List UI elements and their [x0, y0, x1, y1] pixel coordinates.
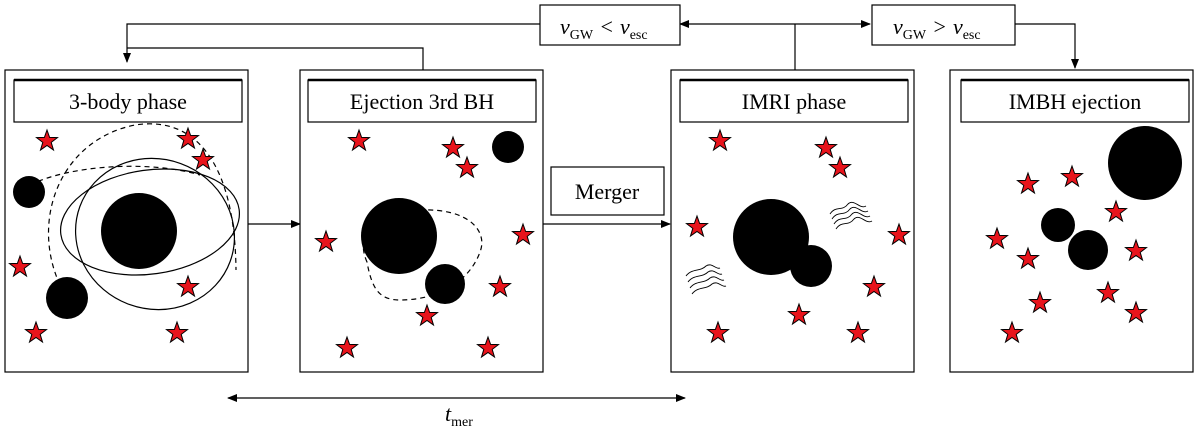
merger-box: Merger	[550, 166, 665, 216]
panel-imri: IMRI phase	[670, 69, 915, 373]
cond-left-esc-sub: esc	[630, 28, 648, 43]
timescale-label: tmer	[445, 401, 473, 429]
cond-right-v: v	[893, 14, 903, 39]
timescale-symbol: t	[445, 401, 452, 426]
svg-text:vGW>vesc: vGW>vesc	[893, 14, 981, 43]
panel-title-ejection: Ejection 3rd BH	[350, 89, 494, 114]
central-black-hole	[101, 193, 177, 269]
ejected-imbh	[1108, 126, 1182, 200]
gw-wave-icon	[685, 264, 727, 295]
cond-left-v: v	[560, 14, 570, 39]
central-black-hole	[733, 199, 809, 275]
condition-box-right: vGW>vesc	[871, 4, 1016, 46]
panel-title-imri: IMRI phase	[742, 89, 846, 114]
black-hole-small	[1041, 208, 1075, 242]
panel-three-body: 3-body phase	[4, 69, 249, 373]
svg-text:vGW<vesc: vGW<vesc	[560, 14, 648, 43]
panel-title-imbh-ejection: IMBH ejection	[1009, 89, 1142, 114]
black-hole-small	[1068, 230, 1108, 270]
cond-right-op: >	[932, 14, 947, 39]
central-black-hole	[361, 198, 437, 274]
panel-ejection: Ejection 3rd BH	[299, 69, 544, 373]
condition-box-left: vGW<vesc	[539, 4, 681, 46]
cond-right-esc: v	[953, 14, 963, 39]
inspiralling-black-hole	[790, 245, 832, 287]
black-hole-small	[13, 176, 45, 208]
cond-left-esc: v	[620, 14, 630, 39]
ejected-black-hole	[492, 131, 524, 163]
cond-right-esc-sub: esc	[963, 28, 981, 43]
panel-imbh-ejection: IMBH ejection	[949, 69, 1194, 373]
gw-wave-icon	[829, 201, 873, 230]
timescale-sub: mer	[451, 415, 473, 429]
top-connectors	[123, 20, 1079, 70]
black-hole-small	[46, 277, 88, 319]
panel-title-three-body: 3-body phase	[69, 89, 187, 114]
merger-label: Merger	[575, 179, 640, 204]
cond-left-v-sub: GW	[570, 28, 594, 43]
cond-left-op: <	[599, 14, 614, 39]
black-hole-small	[425, 264, 465, 304]
cond-right-v-sub: GW	[903, 28, 927, 43]
